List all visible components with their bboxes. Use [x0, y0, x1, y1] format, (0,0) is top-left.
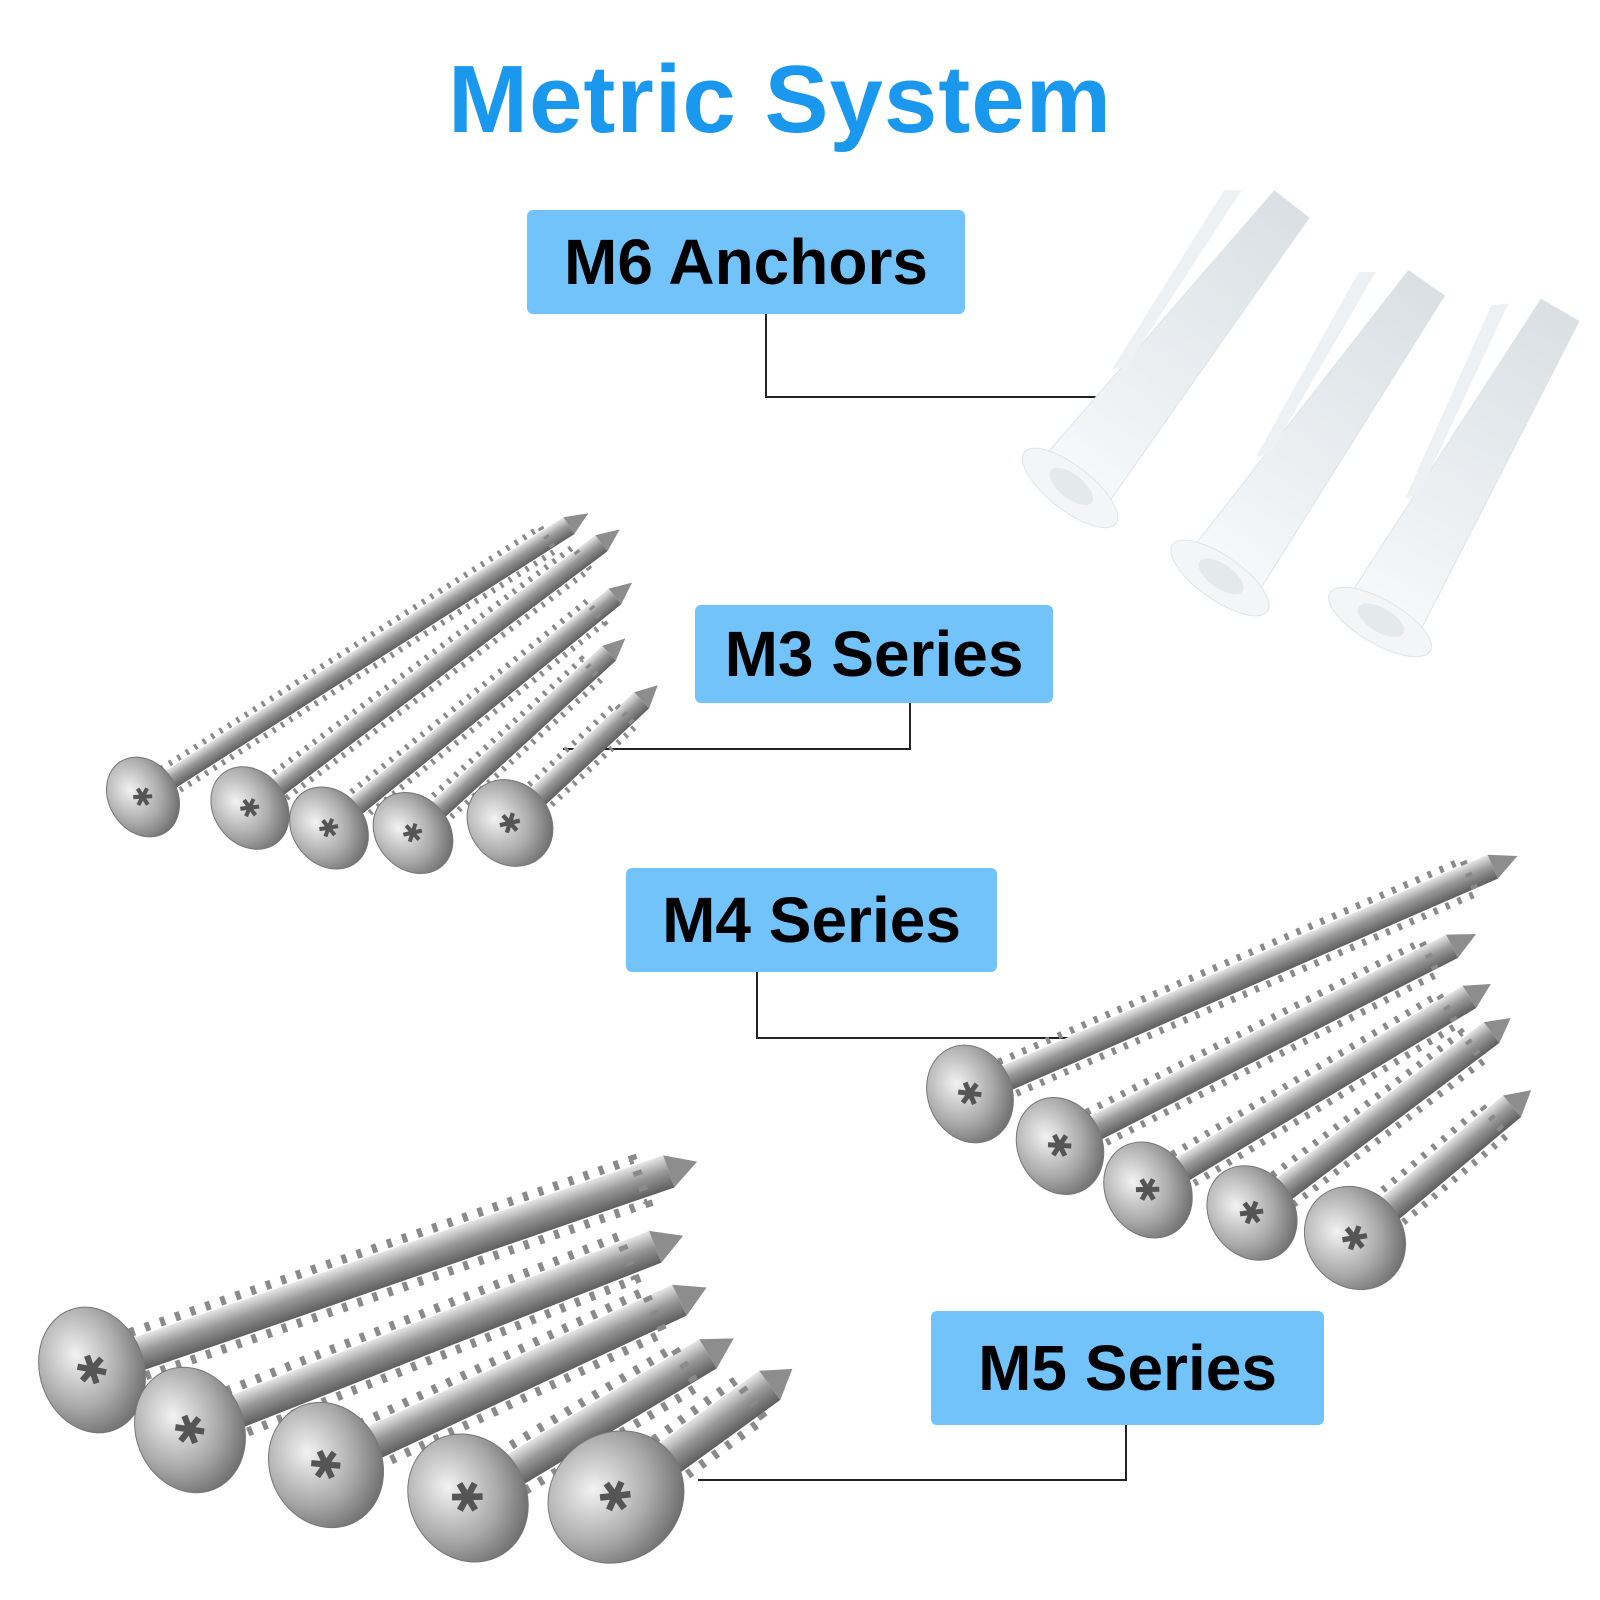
- leader-line-m6: [765, 314, 1118, 398]
- m5-series-label: M5 Series: [931, 1311, 1324, 1425]
- leader-line-m3: [563, 703, 911, 750]
- screw: ✱: [926, 854, 1518, 1144]
- m4-series-label: M4 Series: [626, 868, 997, 972]
- m5-series-image: ✱ ✱ ✱ ✱ ✱: [38, 1153, 793, 1564]
- leader-line-m4: [756, 972, 1104, 1039]
- wall-anchor: [1170, 269, 1446, 617]
- screw: ✱: [134, 1230, 684, 1494]
- m6-anchors-image: [1021, 189, 1580, 658]
- leader-line-m5: [698, 1425, 1127, 1481]
- screw: ✱: [106, 513, 589, 838]
- screw: ✱: [38, 1153, 698, 1434]
- screw: ✱: [289, 582, 633, 870]
- screw: ✱: [210, 529, 620, 850]
- wall-anchor: [1021, 189, 1310, 529]
- screw: ✱: [1103, 983, 1491, 1239]
- wall-anchor: [1328, 298, 1580, 658]
- m3-series-image: ✱ ✱ ✱ ✱ ✱: [106, 513, 658, 875]
- m4-series-image: ✱ ✱ ✱ ✱ ✱: [926, 854, 1532, 1291]
- leader-lines: [563, 314, 1127, 1481]
- screw: ✱: [372, 638, 626, 875]
- screw: ✱: [466, 685, 658, 867]
- page-title: Metric System: [448, 46, 1112, 153]
- m3-series-label: M3 Series: [695, 605, 1053, 703]
- screw: ✱: [547, 1368, 793, 1564]
- screw: ✱: [1206, 1018, 1511, 1261]
- screw: ✱: [407, 1338, 734, 1563]
- m6-anchors-label: M6 Anchors: [527, 210, 965, 314]
- screw: ✱: [1015, 933, 1477, 1195]
